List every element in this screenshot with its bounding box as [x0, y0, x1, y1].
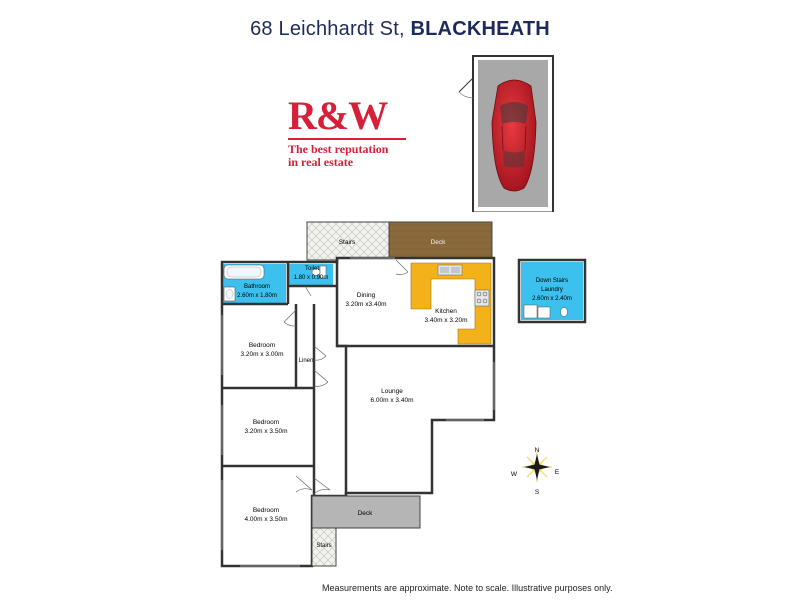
bedroom2-size: 3.20m x 3.50m [245, 428, 288, 435]
compass-n: N [535, 447, 540, 454]
bedroom3-label: Bedroom [253, 507, 279, 514]
deck-bottom: Deck [311, 495, 421, 529]
kitchen-label: Kitchen [435, 308, 457, 315]
laundry-label-2: Laundry [541, 287, 563, 293]
logo-tagline-1: The best reputation [288, 142, 389, 156]
stairs-top: Stairs [306, 221, 390, 261]
logo-rule [288, 138, 406, 140]
dining-size: 3.20m x3.40m [345, 301, 386, 308]
laundry-size: 2.60m x 2.40m [532, 296, 572, 302]
toilet-size: 1.80 x 0.90m [294, 275, 329, 281]
deck-bottom-label: Deck [358, 510, 374, 517]
doors [283, 259, 409, 495]
address-text: 68 Leichhardt St, [250, 18, 405, 40]
stairs-bottom: Stairs [311, 527, 337, 567]
rw-logo: R&W The best reputation in real estate [288, 96, 428, 169]
laundry: Down Stairs Laundry 2.60m x 2.40m [517, 258, 587, 324]
bathroom-label: Bathroom [244, 284, 270, 290]
basin-icon [223, 286, 236, 302]
bedroom2-label: Bedroom [253, 419, 279, 426]
suburb-text: BLACKHEATH [410, 18, 550, 40]
lounge-label: Lounge [381, 388, 403, 395]
bedroom1-size: 3.20m x 3.00m [241, 351, 284, 358]
lounge-size: 6.00m x 3.40m [371, 397, 414, 404]
disclaimer-text: Measurements are approximate. Note to sc… [322, 583, 613, 593]
dining-label: Dining [357, 292, 376, 299]
linen-label: Linen [299, 358, 314, 364]
compass-w: W [511, 471, 518, 478]
logo-brand: R&W [288, 93, 388, 138]
compass-e: E [555, 469, 560, 476]
laundry-label-1: Down Stairs [536, 278, 568, 284]
bedroom1-label: Bedroom [249, 342, 275, 349]
toilet-icon [311, 265, 327, 279]
windows [221, 257, 495, 567]
logo-tagline-2: in real estate [288, 155, 354, 169]
deck-top-label: Deck [431, 239, 447, 246]
compass-icon: N S E W [511, 447, 560, 496]
kitchen-bench [410, 262, 492, 345]
kitchen-size: 3.40m x 3.20m [425, 317, 468, 324]
bathtub-icon [223, 264, 265, 280]
deck-top: Deck [388, 221, 493, 261]
bathroom-size: 2.60m x 1.80m [237, 293, 277, 299]
car-icon [491, 79, 537, 192]
toilet-label: Toilet [305, 266, 319, 272]
page-title: 68 Leichhardt St, BLACKHEATH [0, 18, 800, 41]
bedroom3-size: 4.00m x 3.50m [245, 516, 288, 523]
stairs-top-label: Stairs [339, 239, 356, 246]
stairs-bottom-label: Stairs [316, 543, 331, 549]
compass-s: S [535, 489, 540, 496]
